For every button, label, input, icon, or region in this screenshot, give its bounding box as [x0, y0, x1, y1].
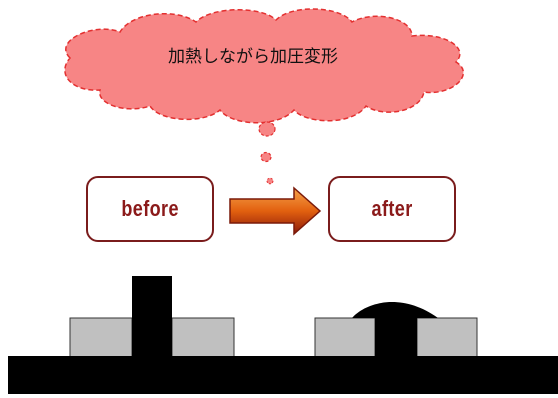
thought-bubble-small — [266, 177, 274, 185]
transform-arrow — [229, 186, 322, 236]
after-box: after — [328, 176, 456, 242]
before-box: before — [86, 176, 214, 242]
pad-before-right — [171, 317, 235, 359]
thought-cloud — [64, 8, 464, 124]
before-label: before — [121, 196, 179, 221]
thought-bubble-medium — [260, 151, 272, 163]
cloud-label: 加熱しながら加圧変形 — [168, 47, 338, 67]
base-plate — [8, 356, 558, 394]
thought-bubble-large — [258, 121, 276, 137]
after-label: after — [371, 196, 413, 221]
pad-before-left — [69, 317, 133, 359]
pad-after-left — [314, 317, 376, 359]
deformed-pin-after — [352, 302, 438, 358]
pin-before — [132, 276, 172, 358]
pad-after-right — [416, 317, 478, 359]
